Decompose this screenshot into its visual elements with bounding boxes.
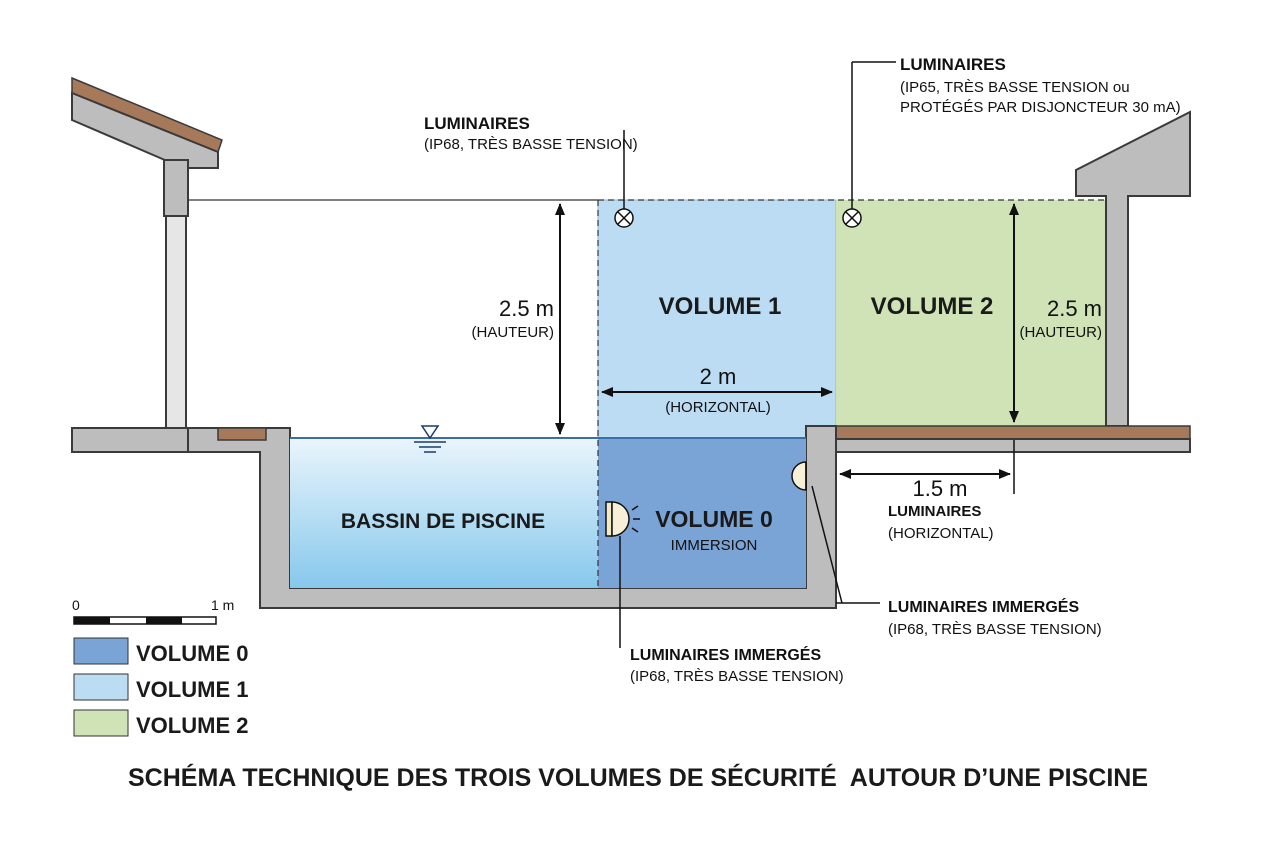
legend-swatch-volume1 <box>73 673 129 701</box>
immersed-bottom-sub: (IP68, TRÈS BASSE TENSION) <box>630 668 844 685</box>
luminaire-volume1-icon <box>614 130 634 228</box>
volume1-label: VOLUME 1 <box>659 293 782 320</box>
lum1-subtitle: (IP68, TRÈS BASSE TENSION) <box>424 136 638 153</box>
width-sub: (HORIZONTAL) <box>665 399 771 416</box>
ground-right-wood <box>835 425 1191 440</box>
scale-start-label: 0 <box>72 597 80 613</box>
height-right-sub: (HAUTEUR) <box>1020 324 1103 341</box>
volume2-zone <box>836 200 1106 426</box>
distance-value: 1.5 m <box>912 476 967 501</box>
luminaire-volume2-icon <box>842 61 896 228</box>
volume0-zone <box>598 438 806 588</box>
legend-swatch-volume0 <box>73 637 129 665</box>
lum2-subtitle-1: (IP65, TRÈS BASSE TENSION ou <box>900 79 1130 96</box>
distance-title: LUMINAIRES <box>888 503 981 520</box>
height-right-value: 2.5 m <box>1047 296 1102 321</box>
legend-swatch-volume2 <box>73 709 129 737</box>
volume0-label: VOLUME 0 <box>655 506 773 532</box>
lum2-subtitle-2: PROTÉGÉS PAR DISJONCTEUR 30 mA) <box>900 99 1181 116</box>
underwater-light-left-icon <box>605 501 640 648</box>
legend: VOLUME 0 VOLUME 1 VOLUME 2 <box>73 637 248 738</box>
distance-sub: (HORIZONTAL) <box>888 525 994 542</box>
immersed-bottom-title: LUMINAIRES IMMERGÉS <box>630 645 821 664</box>
pool-water <box>290 438 598 588</box>
left-wall <box>165 215 187 429</box>
left-building <box>71 76 223 429</box>
basin-label: BASSIN DE PISCINE <box>341 510 545 533</box>
pool-coping-wood <box>217 427 267 441</box>
scale-bar: 0 1 m <box>72 597 234 625</box>
underwater-light-right-icon <box>791 461 880 604</box>
lum2-title: LUMINAIRES <box>900 55 1006 74</box>
lum1-title: LUMINAIRES <box>424 114 530 133</box>
scale-end-label: 1 m <box>211 597 234 613</box>
volume0-sub: IMMERSION <box>671 537 758 554</box>
diagram-caption: SCHÉMA TECHNIQUE DES TROIS VOLUMES DE SÉ… <box>128 763 1148 792</box>
ground-left <box>71 427 189 453</box>
immersed-right-title: LUMINAIRES IMMERGÉS <box>888 597 1079 616</box>
legend-label-volume2: VOLUME 2 <box>136 713 248 738</box>
height-left-value: 2.5 m <box>499 296 554 321</box>
left-wall-top <box>163 159 189 217</box>
water-level-icon <box>414 425 446 453</box>
legend-label-volume1: VOLUME 1 <box>136 677 248 702</box>
legend-label-volume0: VOLUME 0 <box>136 641 248 666</box>
width-value: 2 m <box>700 364 737 389</box>
height-left-sub: (HAUTEUR) <box>472 324 555 341</box>
volume2-label: VOLUME 2 <box>871 293 994 320</box>
immersed-right-sub: (IP68, TRÈS BASSE TENSION) <box>888 621 1102 638</box>
volume1-zone <box>597 199 837 439</box>
